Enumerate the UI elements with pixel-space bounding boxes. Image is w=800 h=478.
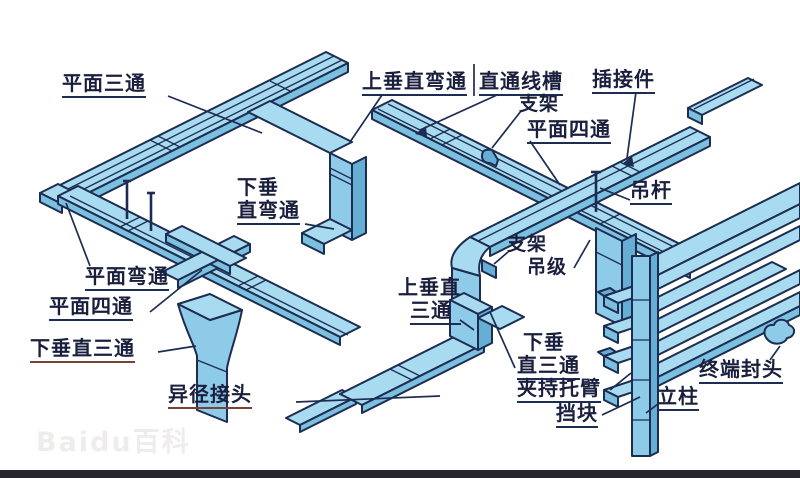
label-down-vertical-tee-right: 下垂 直三通 bbox=[517, 331, 580, 380]
hanger-rod bbox=[591, 170, 601, 212]
hanger-rods-left bbox=[123, 179, 155, 231]
label-connector: 插接件 bbox=[592, 68, 655, 94]
label-reducer: 异径接头 bbox=[168, 383, 252, 409]
label-plane-cross-top: 平面四通 bbox=[527, 118, 611, 144]
up-vertical-tee-riser bbox=[449, 292, 525, 351]
baidu-baike-watermark: Baidu百科 bbox=[36, 427, 191, 458]
label-down-vertical-tee-left: 下垂直三通 bbox=[30, 337, 135, 363]
label-down-vertical-elbow: 下垂 直弯通 bbox=[237, 176, 300, 225]
label-hanger-level: 吊级 bbox=[527, 256, 568, 278]
label-bracket-top: 支架 bbox=[519, 93, 560, 115]
label-straight-duct: 直通线槽 bbox=[479, 70, 563, 96]
label-up-vertical-tee: 上垂直 三通 bbox=[398, 276, 461, 325]
label-plane-elbow: 平面弯通 bbox=[85, 265, 169, 291]
bottom-run-with-reducer bbox=[285, 332, 485, 433]
label-clamp-arm: 夹持托臂 bbox=[517, 377, 601, 403]
plane-cross-spare-part bbox=[161, 225, 251, 289]
label-hanger-rod: 吊杆 bbox=[630, 179, 672, 205]
label-end-cap: 终端封头 bbox=[699, 358, 783, 384]
cross-band-sw-ne bbox=[469, 126, 711, 257]
label-column: 立柱 bbox=[657, 385, 699, 411]
label-plane-cross-left: 平面四通 bbox=[49, 295, 133, 321]
support-bracket-mid bbox=[481, 259, 497, 279]
label-bracket-mid: 支架 bbox=[507, 233, 548, 255]
support-bracket-top bbox=[481, 148, 499, 167]
end-cap-hook bbox=[763, 318, 795, 345]
tray-run-top-left bbox=[57, 51, 349, 207]
tee-branch-and-vertical-elbow bbox=[247, 100, 367, 255]
column-with-arms bbox=[597, 251, 659, 457]
footer-bar bbox=[0, 470, 800, 478]
label-plane-tee: 平面三通 bbox=[62, 72, 146, 98]
leader-lines bbox=[65, 64, 781, 416]
connector-piece bbox=[687, 77, 763, 125]
label-stop-block: 挡块 bbox=[556, 402, 598, 428]
flared-vertical-tee-piece bbox=[177, 293, 243, 423]
label-up-vertical-elbow: 上垂直弯通 bbox=[362, 70, 467, 96]
